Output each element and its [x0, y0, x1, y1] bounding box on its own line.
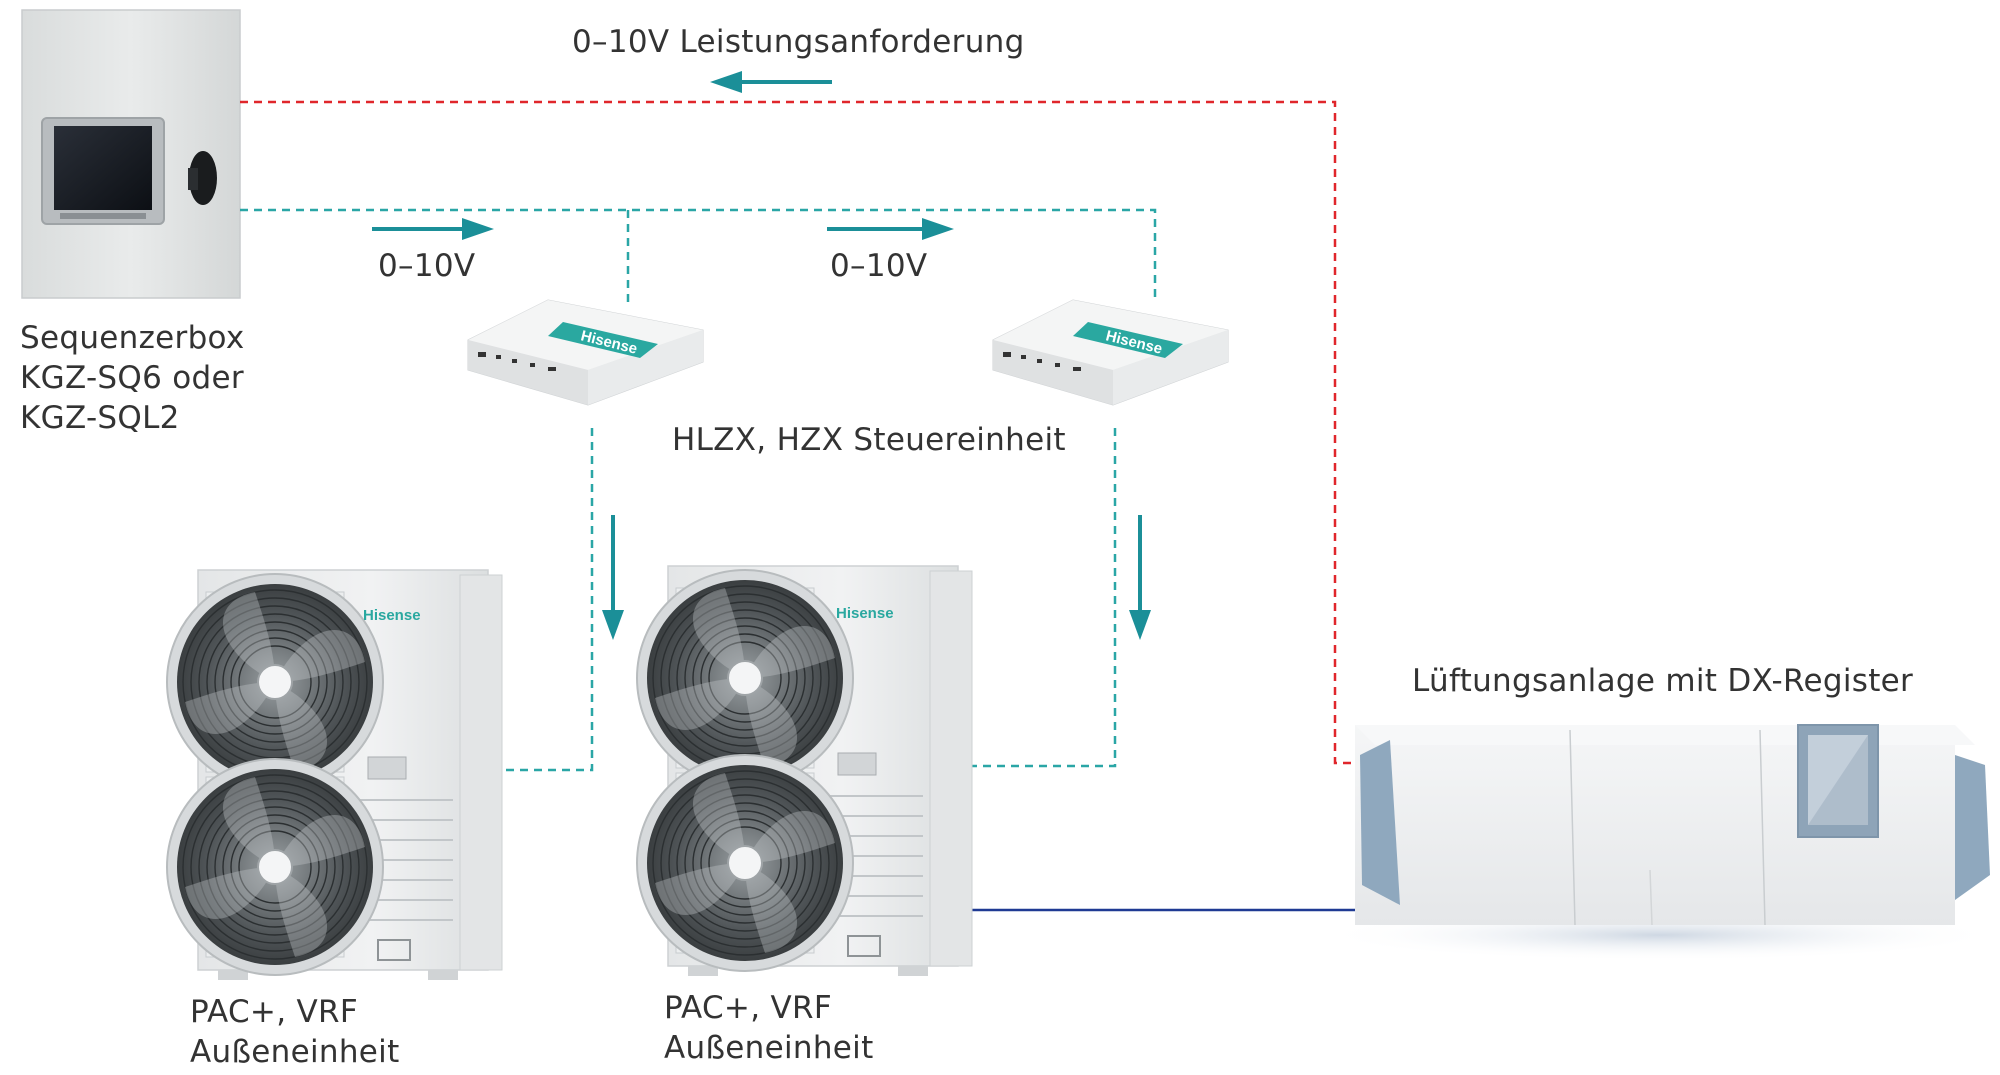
fan-icon: [636, 569, 854, 787]
outdoor-unit-brand: Hisense: [836, 605, 894, 622]
arrow-right-icon: [827, 218, 954, 240]
fan-icon: [636, 754, 854, 972]
outdoor-unit-2-label-line-2: Außeneinheit: [664, 1030, 874, 1066]
outdoor-unit-2-label-line-1: PAC+, VRF: [664, 990, 832, 1026]
sequencer-label-line-3: KGZ-SQL2: [20, 400, 180, 436]
signal-label-0-10v: 0–10V: [830, 248, 928, 284]
fan-icon: [166, 758, 384, 976]
signal-label-0-10v: 0–10V: [378, 248, 476, 284]
control-signal-lines: [240, 208, 1157, 772]
ventilation-label: Lüftungsanlage mit DX-Register: [1412, 663, 1914, 699]
control-unit-label: HLZX, HZX Steuereinheit: [672, 422, 1066, 458]
sequencer-label-line-1: Sequenzerbox: [20, 320, 245, 356]
arrow-right-icon: [372, 218, 494, 240]
sequencer-label-line-2: KGZ-SQ6 oder: [20, 360, 244, 396]
ventilation-unit: [1320, 724, 2000, 961]
demand-signal-title: 0–10V Leistungsanforderung: [572, 24, 1025, 60]
fan-icon: [166, 573, 384, 791]
touchscreen-display: [54, 126, 152, 210]
control-unit-2: Hisense: [992, 299, 1229, 406]
outdoor-unit-brand: Hisense: [363, 607, 421, 624]
sequencer-box: [21, 9, 241, 299]
door-handle: [189, 151, 217, 205]
arrow-down-icon: [1129, 515, 1151, 640]
outdoor-unit-1: Hisense: [166, 569, 503, 981]
outdoor-unit-2: Hisense: [636, 565, 973, 977]
arrow-left-icon: [710, 71, 832, 93]
arrow-down-icon: [602, 515, 624, 640]
outdoor-unit-1-label-line-1: PAC+, VRF: [190, 994, 358, 1030]
demand-signal-line: [240, 100, 1361, 765]
outdoor-unit-1-label-line-2: Außeneinheit: [190, 1034, 400, 1070]
control-unit-1: Hisense: [467, 299, 704, 406]
